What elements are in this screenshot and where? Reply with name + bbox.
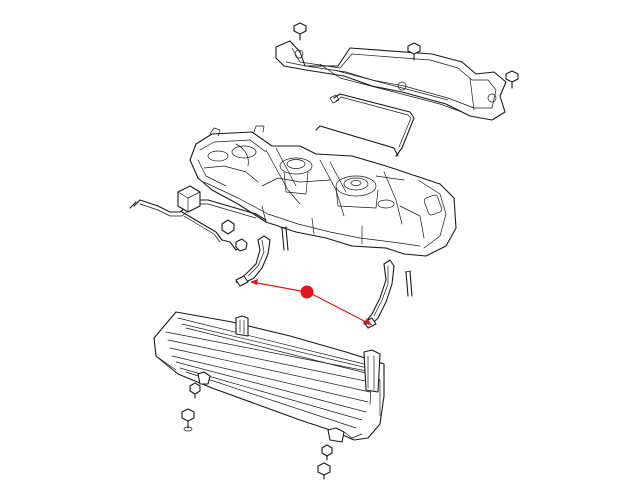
fuel-tank-stud-right[interactable]: [404, 270, 413, 297]
bolt-bottom-right-lower[interactable]: [317, 462, 331, 480]
bolt-bottom-left-lower[interactable]: [181, 408, 195, 432]
callout-line-left: [251, 281, 307, 293]
skid-plate-upper[interactable]: [275, 40, 507, 121]
fuel-tank[interactable]: [189, 125, 457, 257]
callout-arrowhead-right: [364, 318, 372, 325]
fuel-tank-strap-left[interactable]: [235, 235, 271, 287]
callout-line-right: [307, 291, 371, 325]
bolt-top-middle[interactable]: [407, 42, 421, 61]
bolt-bottom-right-upper[interactable]: [321, 444, 333, 461]
fuel-line-upper[interactable]: [315, 93, 415, 157]
fuel-tank-stud-left[interactable]: [280, 226, 289, 251]
bolt-top-right[interactable]: [505, 70, 519, 89]
callout-indicator[interactable]: [250, 279, 372, 325]
skid-plate-bracket-left[interactable]: [235, 315, 249, 337]
callout-arrowhead-left: [250, 279, 258, 285]
callout-dot[interactable]: [300, 285, 314, 299]
skid-plate-bracket-rear[interactable]: [327, 427, 345, 443]
skid-plate-bracket-front[interactable]: [197, 371, 211, 385]
bolt-bottom-left-upper[interactable]: [189, 382, 201, 399]
fuel-tank-strap-right[interactable]: [363, 259, 395, 329]
skid-plate-bracket-right[interactable]: [363, 349, 381, 393]
bolt-top-left[interactable]: [293, 22, 307, 41]
fuel-filter-line[interactable]: [129, 185, 267, 252]
